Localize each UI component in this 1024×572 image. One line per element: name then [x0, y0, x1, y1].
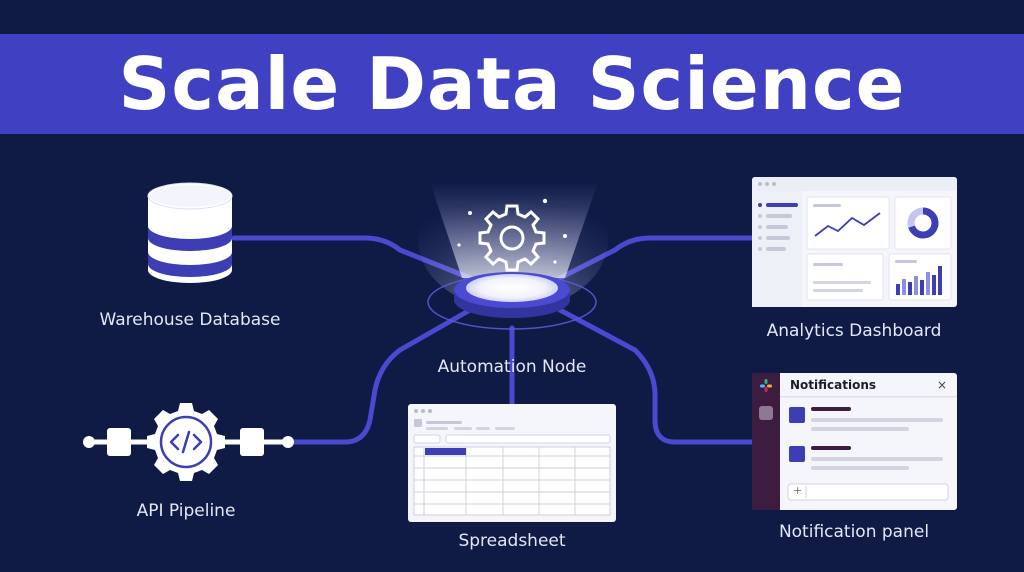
- code-gear-icon: [147, 403, 225, 481]
- spreadsheet-card[interactable]: [408, 404, 616, 522]
- title-banner: Scale Data Science: [0, 34, 1024, 134]
- notification-sidebar: [752, 373, 780, 510]
- connectors: [231, 235, 755, 445]
- spreadsheet-selected-cell: [425, 448, 466, 455]
- notification-panel-label: Notification panel: [778, 522, 930, 542]
- gear-icon: [478, 204, 546, 272]
- analytics-dashboard-card[interactable]: [752, 177, 957, 307]
- sparkles: [457, 198, 567, 264]
- light-glow: [418, 170, 608, 310]
- connector-warehouse: [231, 235, 473, 281]
- slack-icon: [760, 379, 772, 392]
- code-icon: [169, 430, 203, 454]
- spreadsheet-cell-ref: [413, 434, 441, 444]
- page-title: Scale Data Science: [118, 42, 906, 126]
- notification-header: Notifications ×: [780, 373, 957, 397]
- connector-analytics: [557, 235, 755, 281]
- summary-widget: [806, 253, 884, 301]
- message-input: [787, 483, 949, 501]
- line-chart-icon: [814, 212, 881, 237]
- analytics-dashboard-label: Analytics Dashboard: [766, 321, 942, 341]
- add-icon[interactable]: +: [793, 484, 803, 497]
- database-icon[interactable]: [147, 182, 233, 283]
- connector-notification: [557, 307, 755, 445]
- connector-api: [287, 307, 473, 445]
- api-pipeline[interactable]: [83, 403, 294, 481]
- close-icon[interactable]: ×: [936, 377, 947, 392]
- warehouse-database-label: Warehouse Database: [99, 310, 281, 330]
- bar-chart-icon: [896, 266, 942, 295]
- line-chart-widget: [806, 196, 890, 250]
- notification-title: Notifications: [790, 377, 877, 392]
- automation-node-label: Automation Node: [437, 357, 587, 377]
- api-pipeline-label: API Pipeline: [136, 501, 236, 521]
- spreadsheet-grid: [413, 446, 611, 516]
- spreadsheet-label: Spreadsheet: [458, 531, 566, 551]
- spreadsheet-formula-bar: [445, 434, 611, 444]
- donut-chart-widget: [894, 196, 952, 250]
- automation-node[interactable]: [427, 272, 597, 330]
- notification-panel-card[interactable]: [752, 373, 957, 510]
